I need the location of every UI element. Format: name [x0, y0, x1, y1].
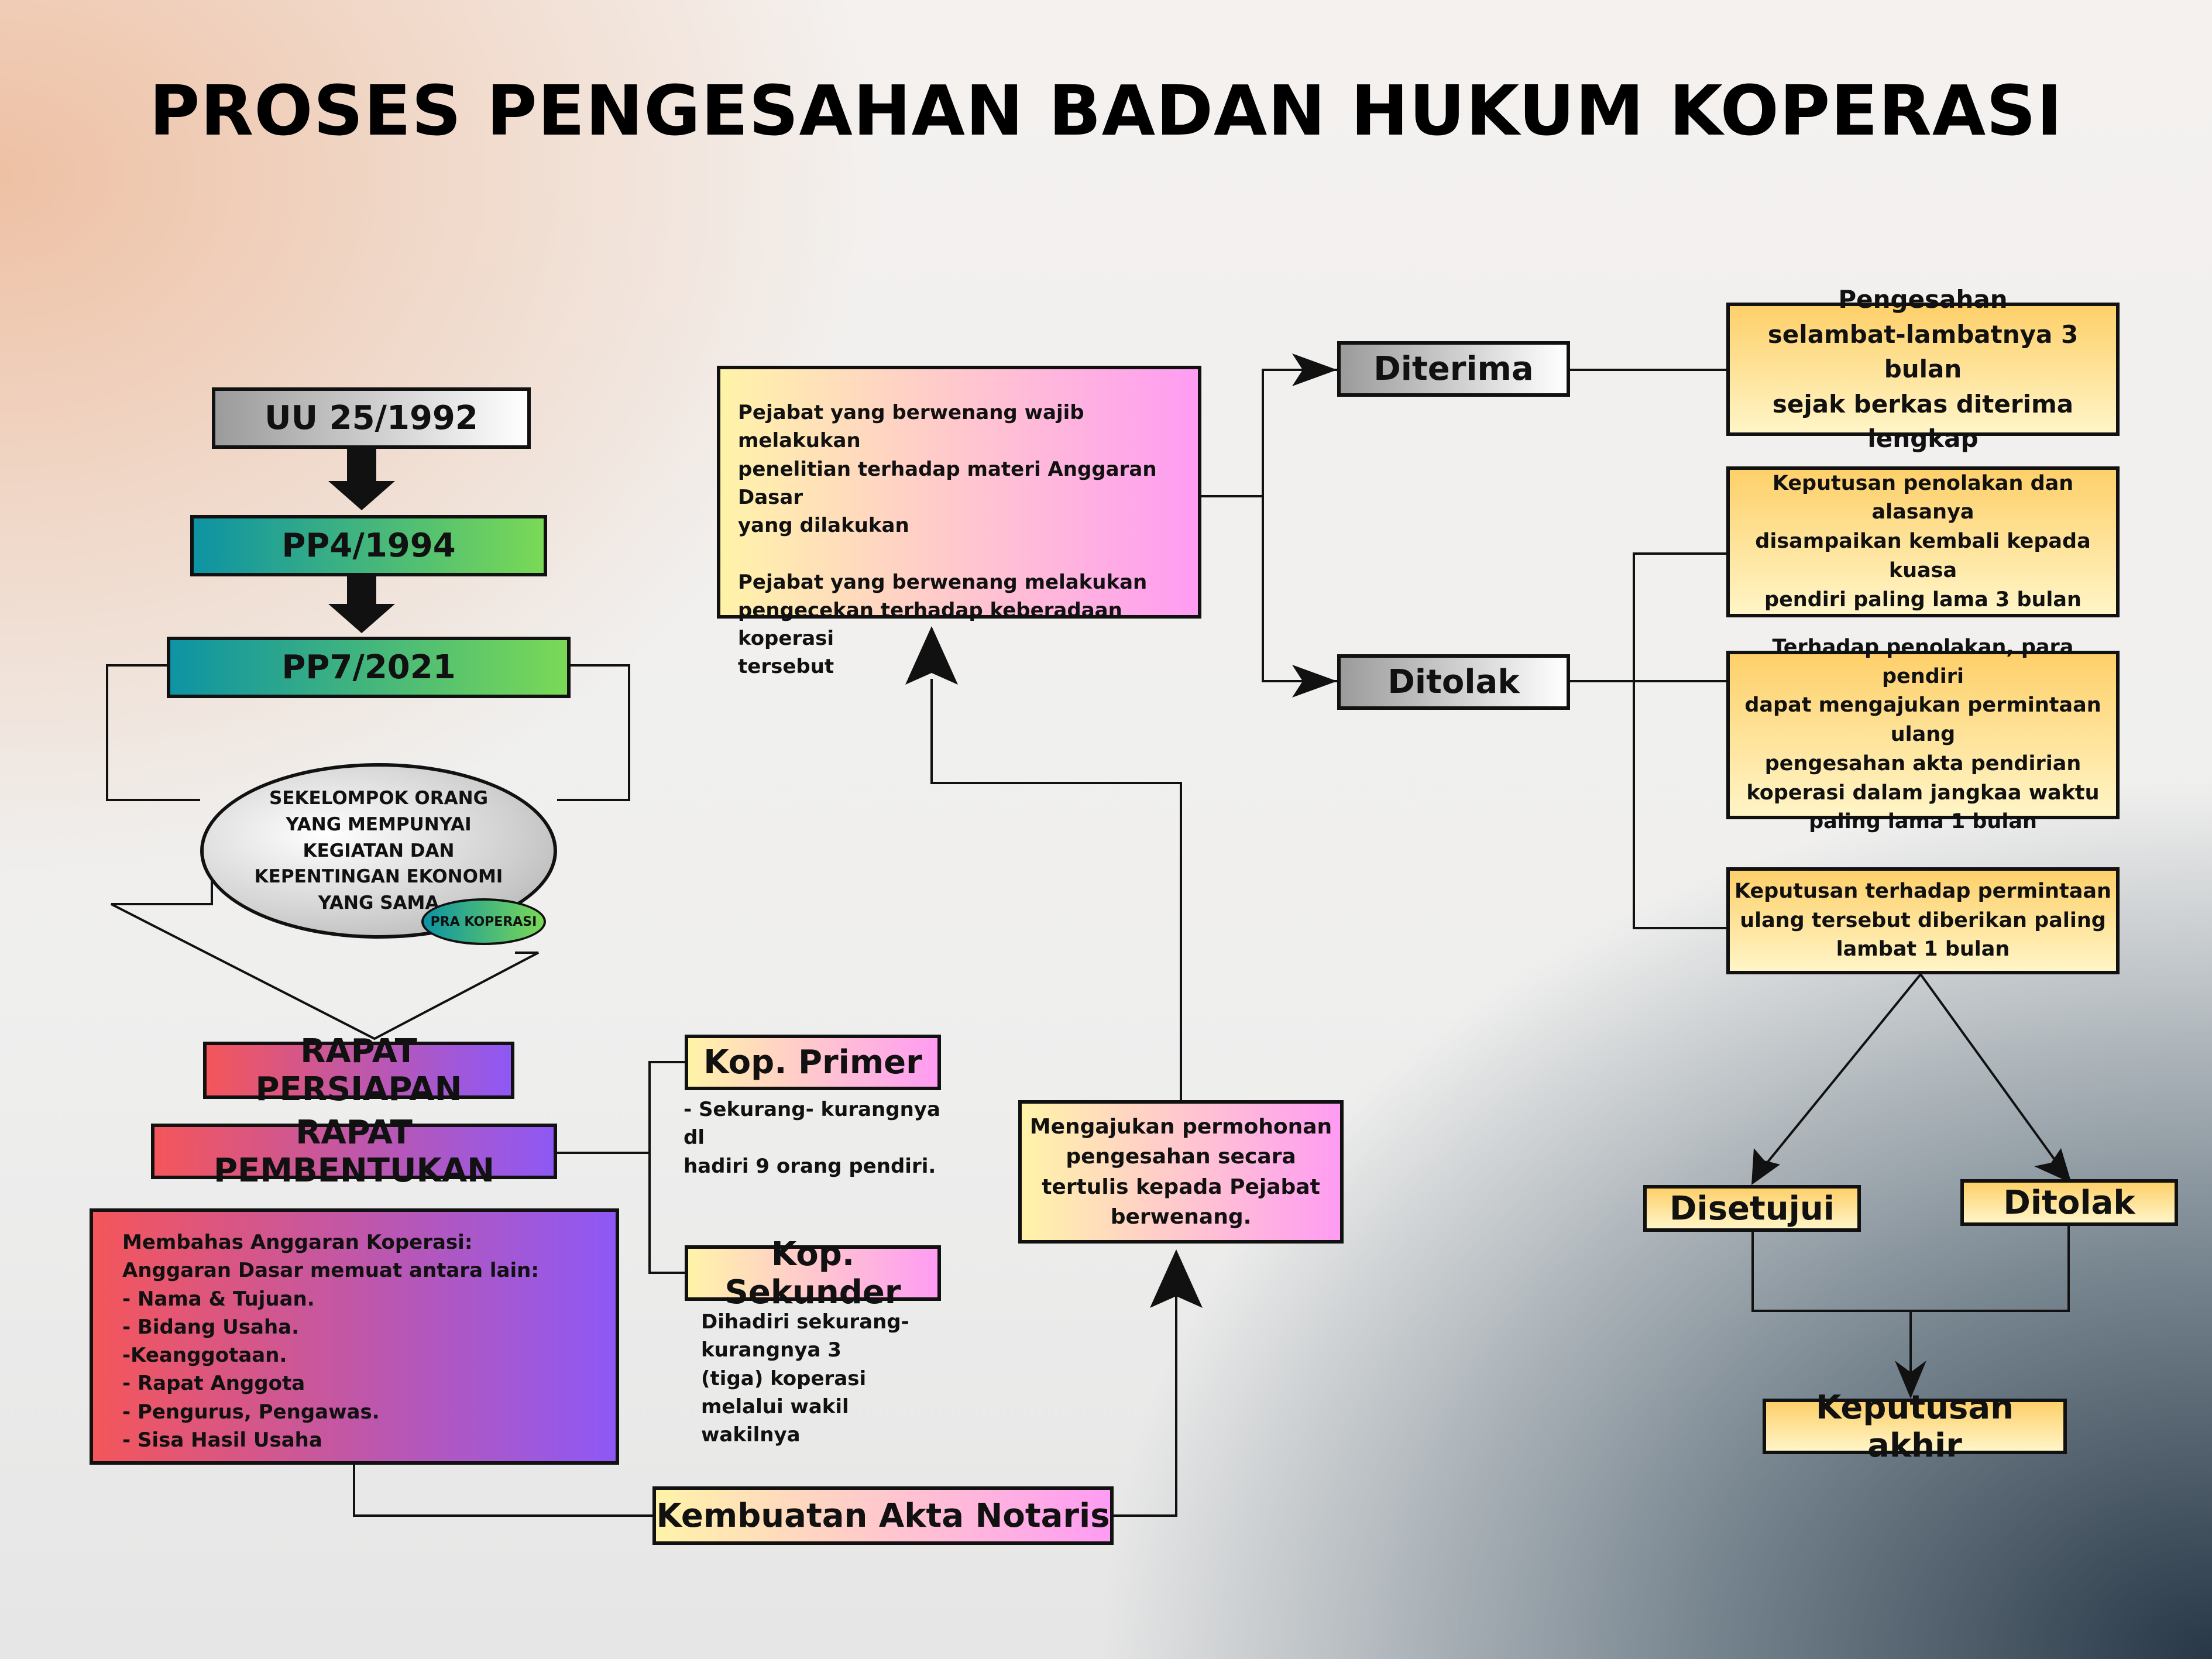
badge-pra-koperasi[interactable]: PRA KOPERASI [421, 898, 546, 945]
node-pengesahan[interactable]: Pengesahan selambat-lambatnya 3 bulan se… [1726, 285, 2120, 453]
node-pejabat-berwenang[interactable]: Pejabat yang berwenang wajib melakukan p… [717, 366, 1201, 678]
node-rapat-persiapan[interactable]: RAPAT PERSIAPAN [203, 1032, 514, 1108]
node-disetujui[interactable]: Disetujui [1643, 1185, 1861, 1232]
kop-primer-description: - Sekurang- kurangnya dl hadiri 9 orang … [683, 1098, 940, 1178]
node-anggaran-dasar[interactable]: Membahas Anggaran Koperasi: Anggaran Das… [90, 1208, 619, 1465]
node-uu-25-1992[interactable]: UU 25/1992 [212, 387, 531, 449]
kop-sekunder-description: Dihadiri sekurang- kurangnya 3 (tiga) ko… [701, 1310, 909, 1447]
node-ditolak[interactable]: Ditolak [1337, 654, 1570, 710]
node-diterima[interactable]: Diterima [1337, 341, 1570, 397]
node-permintaan-ulang[interactable]: Terhadap penolakan, para pendiri dapat m… [1726, 636, 2120, 833]
node-keputusan-akhir[interactable]: Keputusan akhir [1763, 1389, 2067, 1465]
node-ditolak-final[interactable]: Ditolak [1960, 1179, 2178, 1226]
node-pp4-1994[interactable]: PP4/1994 [190, 515, 547, 576]
page-title: PROSES PENGESAHAN BADAN HUKUM KOPERASI [149, 70, 2063, 151]
node-pp7-2021[interactable]: PP7/2021 [167, 637, 571, 698]
node-mengajukan-permohonan[interactable]: Mengajukan permohonan pengesahan secara … [1018, 1100, 1344, 1244]
node-akta-notaris[interactable]: Kembuatan Akta Notaris [652, 1486, 1114, 1545]
node-rapat-pembentukan[interactable]: RAPAT PEMBENTUKAN [151, 1114, 557, 1190]
node-keputusan-permintaan[interactable]: Keputusan terhadap permintaan ulang ters… [1726, 867, 2120, 974]
node-keputusan-penolakan[interactable]: Keputusan penolakan dan alasanya disampa… [1726, 466, 2120, 617]
node-kop-primer[interactable]: Kop. Primer [685, 1035, 941, 1090]
node-kop-sekunder[interactable]: Kop. Sekunder [685, 1235, 941, 1311]
